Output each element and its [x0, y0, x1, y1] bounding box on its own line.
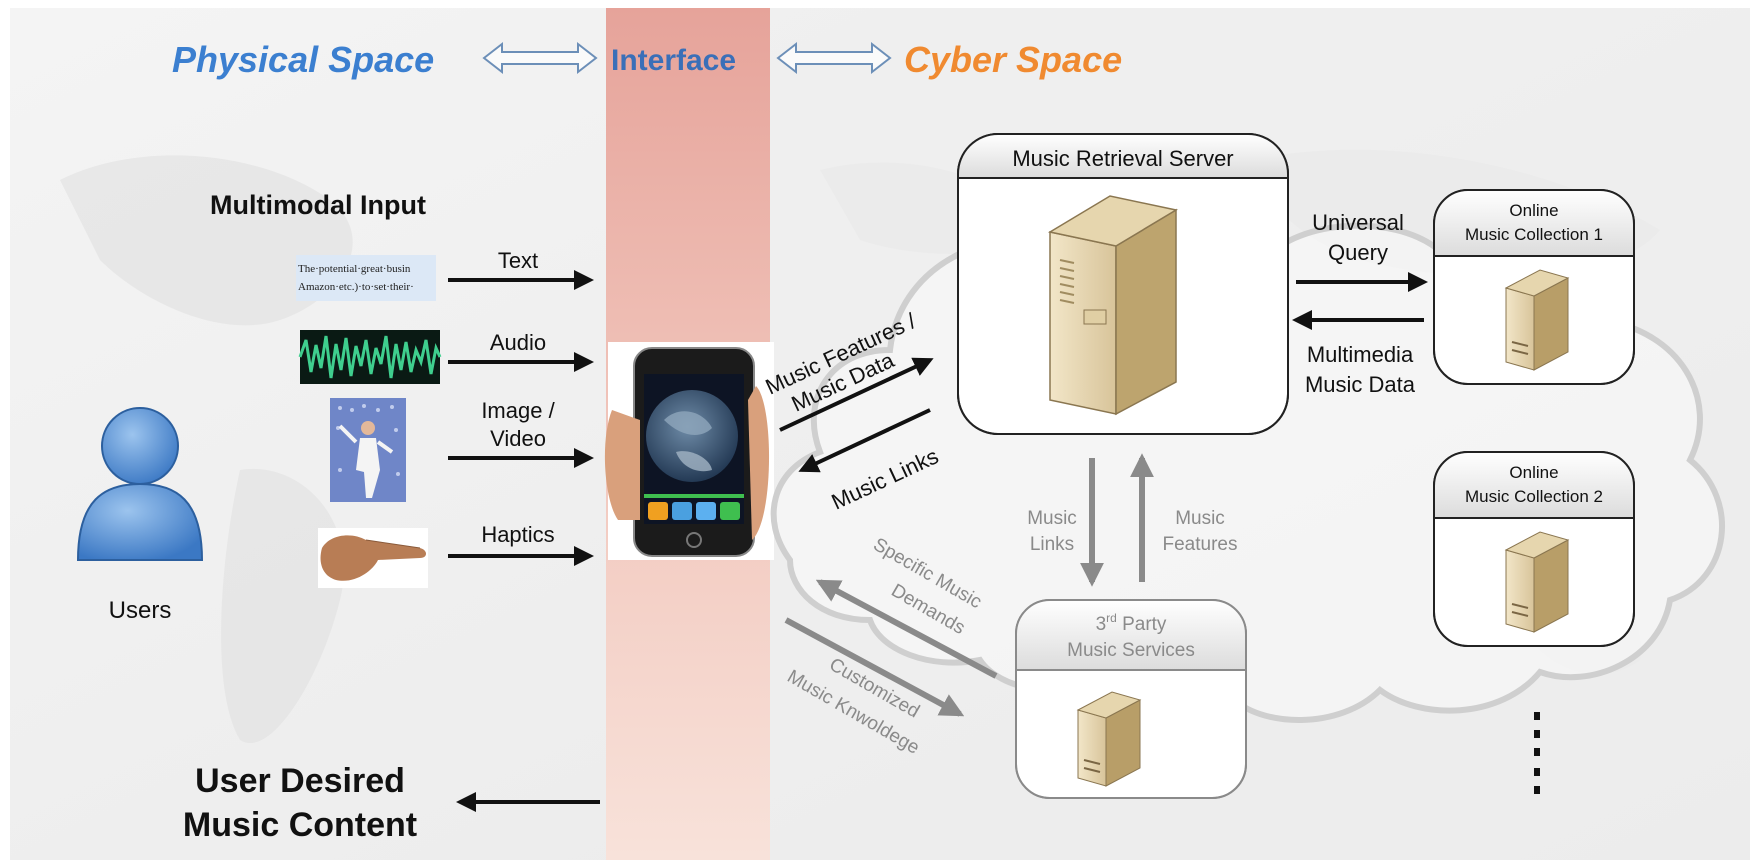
cyber-space-title: Cyber Space	[904, 39, 1122, 80]
interface-title: Interface	[611, 44, 736, 77]
output-line1: User Desired	[195, 762, 405, 800]
users-label: Users	[109, 597, 172, 624]
collection-1-server-icon	[1504, 269, 1570, 371]
third-party-title-line2: Music Services	[1067, 640, 1195, 661]
modality-label-text: Text	[498, 248, 538, 273]
audio-waveform-icon	[298, 330, 442, 384]
text-sample-line1: The·potential·great·busin	[298, 263, 411, 275]
music-features-arrow	[779, 357, 934, 432]
modality-label-video: Video	[490, 426, 546, 451]
specific-demands-arrow	[815, 579, 998, 679]
text-sample-line2: Amazon·etc.)·to·set·their·	[298, 281, 414, 293]
double-arrow-left-icon	[482, 41, 598, 75]
multimedia-data-line2: Music Data	[1305, 372, 1416, 397]
physical-space-title: Physical Space	[172, 39, 434, 80]
collection-2-line1: Online	[1509, 463, 1558, 482]
modality-label-audio: Audio	[490, 330, 546, 355]
up-label-line2: Features	[1163, 534, 1238, 555]
smartphone-icon	[604, 342, 774, 560]
collection-1-line1: Online	[1509, 201, 1558, 220]
collection-1-line2: Music Collection 1	[1465, 225, 1603, 244]
universal-query-line1: Universal	[1312, 210, 1404, 235]
customized-knowledge-arrow	[784, 617, 965, 717]
down-label-line1: Music	[1027, 508, 1077, 529]
third-party-server-icon	[1076, 691, 1142, 787]
user-silhouette-icon	[76, 407, 204, 561]
performer-photo-icon	[330, 398, 406, 502]
modality-label-haptics: Haptics	[481, 522, 554, 547]
text-document-icon: The·potential·great·busin Amazon·etc.)·t…	[296, 255, 436, 301]
server-tower-icon	[1047, 195, 1179, 416]
multimedia-data-line1: Multimedia	[1307, 342, 1414, 367]
double-arrow-right-icon	[776, 41, 892, 75]
down-label-line2: Links	[1030, 534, 1074, 555]
modality-label-image: Image /	[481, 398, 555, 423]
pointing-finger-icon	[318, 528, 428, 588]
collection-2-line2: Music Collection 2	[1465, 487, 1603, 506]
universal-query-line2: Query	[1328, 240, 1388, 265]
multimodal-input-title: Multimodal Input	[210, 190, 426, 220]
music-links-arrow	[798, 408, 931, 473]
output-line2: Music Content	[183, 806, 417, 844]
up-label-line1: Music	[1175, 508, 1225, 529]
server-title: Music Retrieval Server	[1012, 146, 1233, 171]
app-dock	[648, 502, 740, 520]
more-collections-ellipsis-icon	[1534, 712, 1540, 794]
third-party-title-line1: 3rd Party	[1096, 611, 1167, 635]
collection-2-server-icon	[1504, 531, 1570, 633]
